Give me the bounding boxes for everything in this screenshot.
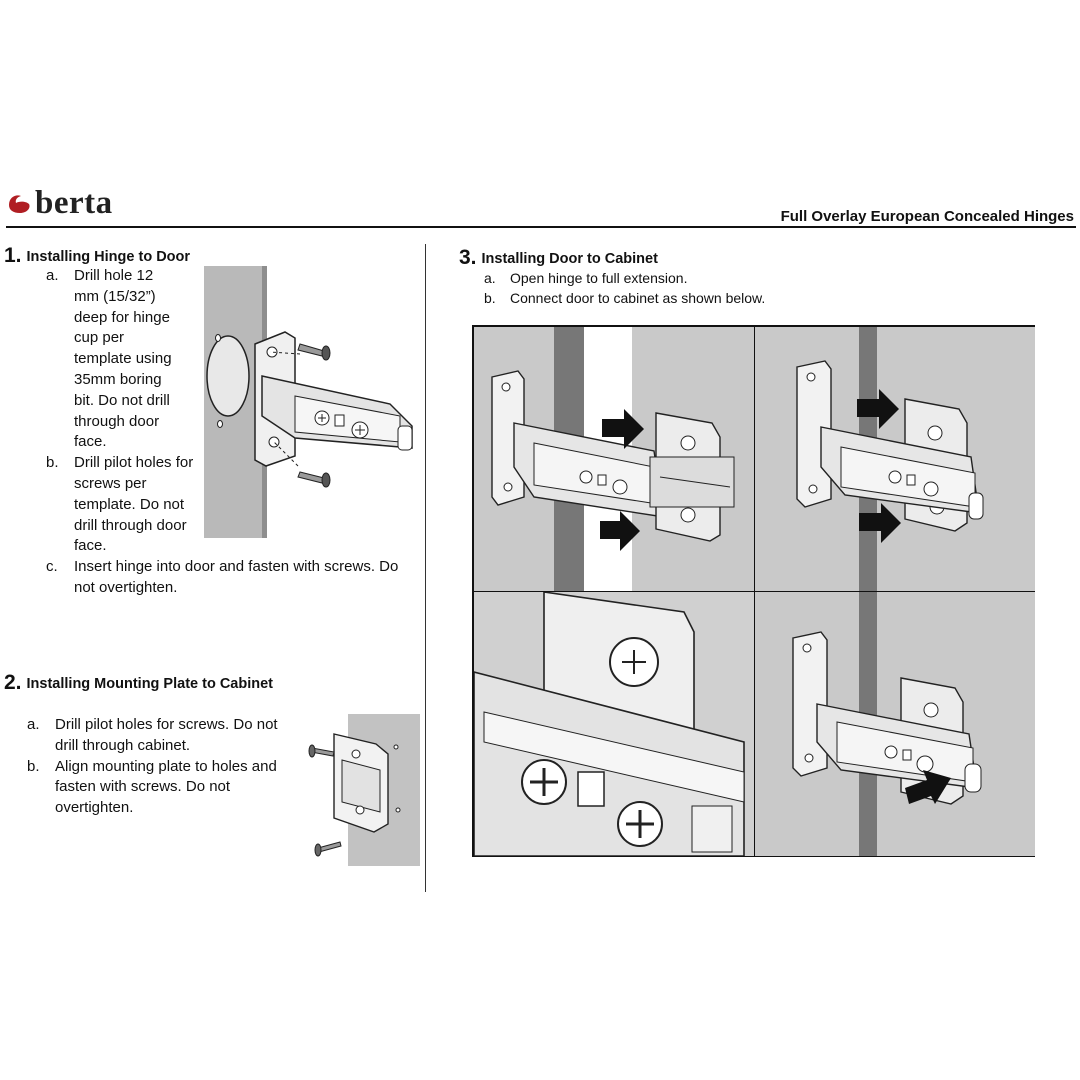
section-3-steps: a. Open hinge to full extension. b. Conn…	[484, 269, 904, 308]
step-marker: a.	[46, 267, 59, 284]
step-3b: b. Connect door to cabinet as shown belo…	[484, 289, 904, 309]
column-divider	[425, 244, 426, 892]
section-2-number: 2.	[4, 671, 22, 694]
step-2a: a. Drill pilot holes for screws. Do not …	[27, 715, 297, 757]
screw-icon	[308, 744, 335, 758]
step-marker: b.	[484, 289, 496, 306]
panel-slide-onto-plate	[755, 327, 1035, 591]
screw-icon	[314, 841, 342, 857]
panel-align-hinge	[474, 327, 754, 591]
step-text: Drill pilot holes for screws per templat…	[74, 454, 194, 555]
section-2-title: Installing Mounting Plate to Cabinet	[26, 676, 274, 692]
right-arrow-icon	[600, 511, 640, 551]
door-to-cabinet-panels	[472, 325, 1035, 857]
section-1-steps: a. Drill hole 12 mm (15/32”) deep for hi…	[46, 266, 416, 599]
right-arrow-icon	[905, 770, 951, 804]
header-divider	[6, 226, 1076, 228]
section-1-number: 1.	[4, 244, 22, 267]
step-marker: a.	[484, 270, 496, 286]
step-2b: b. Align mounting plate to holes and fas…	[27, 757, 297, 819]
step-text: Open hinge to full extension.	[510, 270, 688, 286]
step-marker: b.	[27, 757, 40, 775]
step-marker: b.	[46, 454, 59, 472]
step-text: Align mounting plate to holes and fasten…	[55, 757, 277, 817]
panel-closeup-screws	[474, 592, 754, 856]
section-2-steps: a. Drill pilot holes for screws. Do not …	[27, 715, 297, 819]
step-marker: a.	[27, 716, 40, 733]
step-1b: b. Drill pilot holes for screws per temp…	[46, 453, 204, 557]
step-text: Connect door to cabinet as shown below.	[510, 289, 766, 306]
right-arrow-icon	[859, 503, 901, 543]
mounting-plate-illustration	[290, 714, 422, 866]
right-arrow-icon	[857, 389, 899, 429]
section-3-heading: 3.Installing Door to Cabinet	[459, 246, 658, 270]
section-3-title: Installing Door to Cabinet	[481, 251, 658, 267]
section-1-heading: 1.Installing Hinge to Door	[4, 244, 190, 268]
step-1a: a. Drill hole 12 mm (15/32”) deep for hi…	[46, 266, 182, 453]
step-1c: c. Insert hinge into door and fasten wit…	[46, 557, 414, 599]
step-text: Drill hole 12 mm (15/32”) deep for hinge…	[74, 267, 172, 451]
red-swoosh-icon	[9, 195, 30, 213]
step-3a: a. Open hinge to full extension.	[484, 269, 904, 289]
step-text: Insert hinge into door and fasten with s…	[74, 558, 399, 596]
hinge-to-door-illustration	[200, 266, 425, 538]
screw-icon	[297, 343, 331, 361]
right-arrow-icon	[602, 409, 644, 449]
panel-snap-in	[755, 592, 1035, 856]
step-text: Drill pilot holes for screws. Do not dri…	[55, 716, 278, 754]
section-2-heading: 2.Installing Mounting Plate to Cabinet	[4, 671, 273, 695]
screw-icon	[297, 471, 331, 488]
document-title: Full Overlay European Concealed Hinges	[780, 208, 1074, 225]
step-marker: c.	[46, 558, 58, 576]
brand-name: berta	[35, 185, 113, 221]
section-3-number: 3.	[459, 246, 477, 269]
section-1-title: Installing Hinge to Door	[26, 249, 191, 265]
brand-logo: berta	[6, 186, 113, 220]
